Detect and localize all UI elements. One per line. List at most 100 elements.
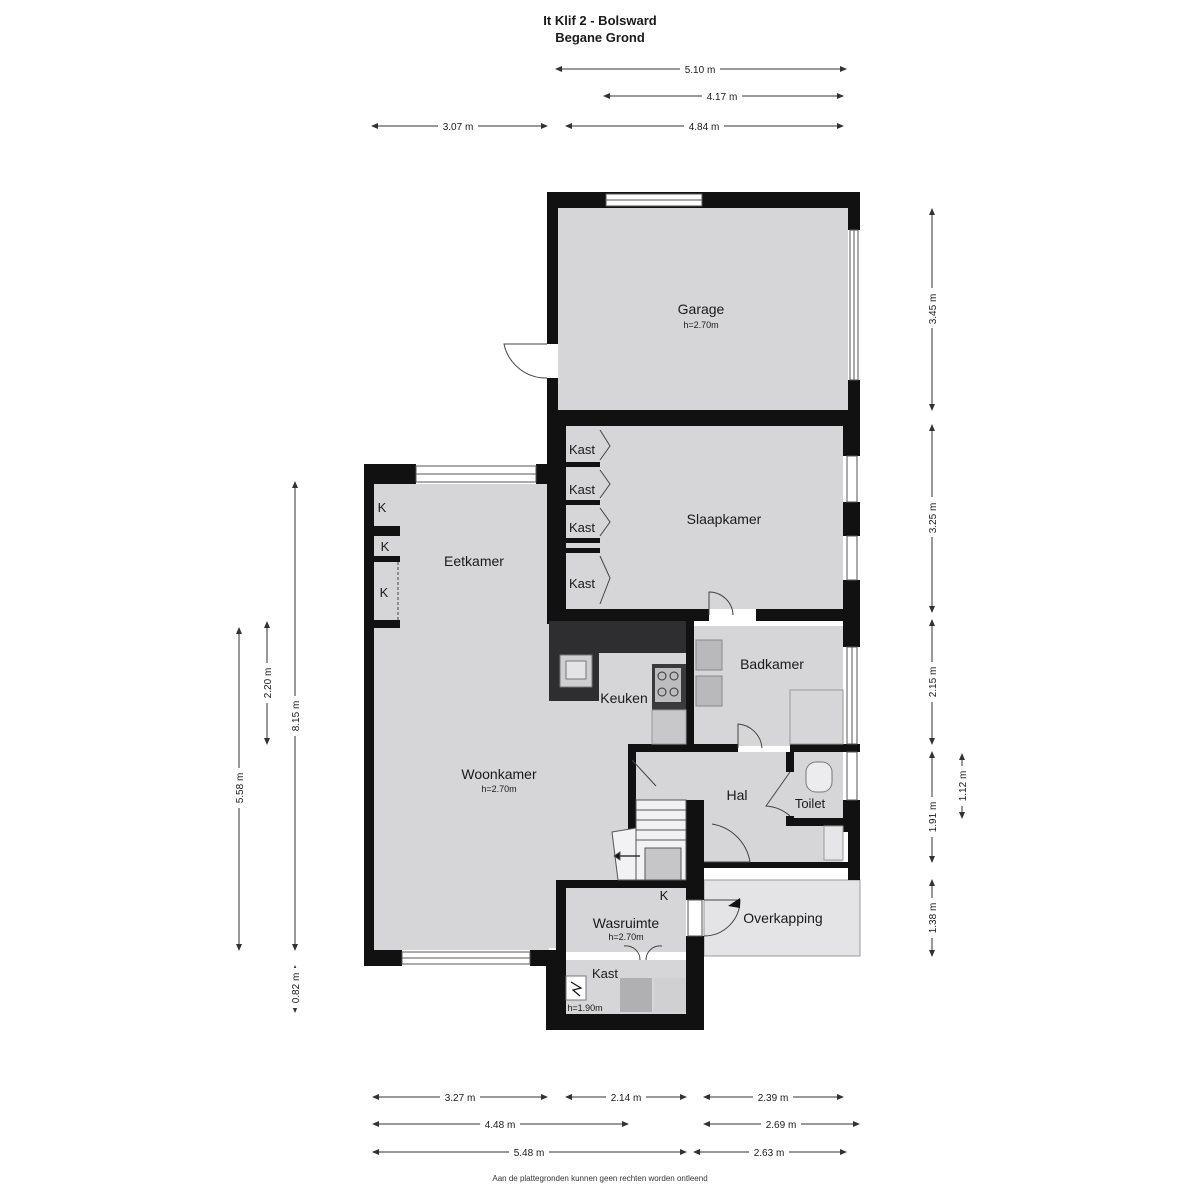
wall: [566, 462, 600, 467]
room-height-woonkamer: h=2.70m: [481, 784, 516, 794]
dim-label-bg: [440, 1090, 480, 1104]
room-label-hal: Hal: [726, 787, 747, 803]
garage-door-swing: [503, 343, 548, 379]
slaapkamer-door-swing: [708, 591, 734, 616]
boiler: [823, 825, 844, 861]
kitchen-unit: [651, 709, 687, 745]
dim-right-3-25: 3.25 m: [928, 503, 939, 534]
kast-door: [599, 469, 611, 499]
wall: [547, 410, 566, 624]
wall: [786, 752, 794, 772]
window: [687, 899, 703, 937]
room-label-k-2: K: [381, 539, 390, 554]
dim-right-1-91: 1.91 m: [928, 802, 939, 833]
kast-fixtures: [565, 975, 686, 1012]
dim-top-3-07: 3.07 m: [443, 122, 474, 133]
wall: [566, 548, 600, 553]
dim-label-bg: [925, 797, 939, 837]
room-label-toilet: Toilet: [795, 796, 826, 811]
wall: [790, 744, 860, 752]
dim-label-bg: [509, 1145, 549, 1159]
room-label-badkamer: Badkamer: [740, 656, 804, 672]
wall: [686, 880, 704, 900]
dim-label-bg: [925, 662, 939, 702]
wasruimte-floor: [566, 888, 686, 952]
dim-label-bg: [925, 288, 939, 328]
dim-bottom-2-69: 2.69 m: [766, 1120, 797, 1131]
wall: [536, 464, 566, 484]
wall: [556, 880, 566, 1014]
wall: [628, 800, 636, 830]
wall: [848, 832, 860, 880]
window: [846, 751, 858, 801]
dim-label-bg: [288, 696, 302, 736]
dim-left-8-15: 8.15 m: [291, 701, 302, 732]
dim-label-bg: [925, 898, 939, 938]
meter-symbol: [570, 981, 583, 997]
wall: [546, 952, 558, 1030]
plan-title-block: It Klif 2 - Bolsward Begane Grond: [0, 12, 1200, 46]
hal-door-swing: [704, 823, 751, 863]
dim-label-bg: [260, 663, 274, 703]
disclaimer-footer: Aan de plattegronden kunnen geen rechten…: [492, 1174, 708, 1183]
wall: [566, 538, 600, 543]
dim-left-2-20: 2.20 m: [263, 668, 274, 699]
room-labels: Garage h=2.70m Slaapkamer Kast Kast Kast…: [378, 301, 826, 1013]
windows: [401, 193, 859, 965]
wall: [547, 410, 860, 426]
garage-floor: [558, 208, 848, 410]
wall: [547, 192, 558, 344]
stairs: [611, 799, 687, 881]
wall: [704, 862, 860, 868]
dim-right-1-12: 1.12 m: [958, 771, 969, 802]
washbasin: [695, 639, 723, 671]
dim-bottom-2-39: 2.39 m: [758, 1093, 789, 1104]
plan-title: It Klif 2 - Bolsward: [543, 13, 657, 28]
kitchen-counter: [549, 621, 686, 653]
wall: [686, 948, 704, 1028]
overkapping-floor: [703, 879, 861, 957]
wall: [556, 880, 696, 888]
room-label-garage: Garage: [678, 301, 725, 317]
walls: [364, 192, 860, 1030]
window: [846, 535, 858, 581]
stair-winder: [611, 827, 637, 881]
dim-left-0-82: 0.82 m: [291, 973, 302, 1004]
dim-label-bg: [761, 1117, 801, 1131]
kast-door: [599, 555, 611, 605]
woonkamer-floor: [374, 484, 549, 950]
room-label-keuken: Keuken: [600, 690, 647, 706]
wall: [843, 621, 860, 647]
wall: [547, 192, 860, 208]
room-label-kast-4: Kast: [569, 576, 595, 591]
dim-label-bg: [438, 119, 478, 133]
wall: [374, 556, 400, 562]
dryer: [654, 978, 686, 1012]
dim-bottom-3-27: 3.27 m: [445, 1093, 476, 1104]
washer: [620, 978, 652, 1012]
dim-top-4-84: 4.84 m: [689, 122, 720, 133]
room-label-k-1: K: [378, 500, 387, 515]
dim-label-bg: [684, 119, 724, 133]
dim-label-bg: [232, 768, 246, 808]
floor-title: Begane Grond: [555, 30, 645, 45]
wall: [628, 744, 686, 752]
eetkamer-door-swing: [631, 759, 657, 787]
toilet-bowl: [805, 761, 833, 793]
wall: [786, 818, 843, 826]
room-label-kast-2: Kast: [569, 482, 595, 497]
burner: [669, 671, 679, 681]
room-label-kast-5: Kast: [592, 966, 618, 981]
wall: [843, 800, 860, 832]
washbasin: [695, 675, 723, 707]
wall: [628, 744, 636, 802]
bathroom-fixtures: [695, 639, 844, 861]
toilet-door-swing: [765, 771, 791, 817]
room-height-wasruimte: h=2.70m: [608, 932, 643, 942]
kast-door: [599, 507, 611, 537]
meter-box: [565, 975, 587, 1001]
wall: [364, 950, 402, 966]
dim-label-bg: [606, 1090, 646, 1104]
dim-left-5-58: 5.58 m: [235, 773, 246, 804]
